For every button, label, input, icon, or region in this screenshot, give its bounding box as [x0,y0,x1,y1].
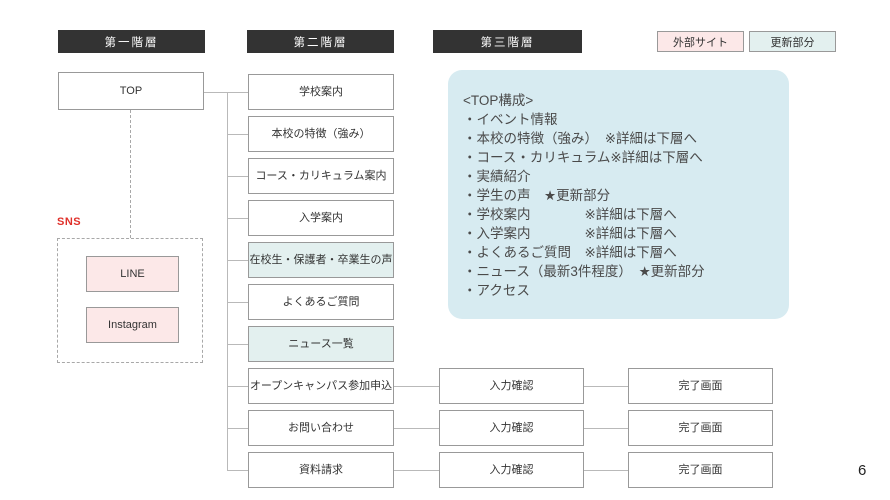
page-number: 6 [858,462,867,479]
top-structure-line: ・学生の声 ★更新部分 [463,188,611,203]
connector-branch [227,344,248,345]
node-complete-screen: 完了画面 [628,410,773,446]
node-voices: 在校生・保護者・卒業生の声 [248,242,394,278]
top-structure-line: ・アクセス [463,283,530,298]
connector-branch [227,176,248,177]
node-input-confirm: 入力確認 [439,410,584,446]
node-school-features: 本校の特徴（強み） [248,116,394,152]
node-news-list: ニュース一覧 [248,326,394,362]
node-input-confirm: 入力確認 [439,452,584,488]
connector-l2-l3 [394,386,439,387]
connector-trunk [227,92,228,471]
node-instagram: Instagram [86,307,179,343]
connector-branch [227,470,248,471]
node-complete-screen: 完了画面 [628,368,773,404]
node-school-guide: 学校案内 [248,74,394,110]
connector-branch [227,260,248,261]
top-structure-info-box: <TOP構成> ・イベント情報 ・本校の特徴（強み） ※詳細は下層へ ・コース・… [448,70,789,319]
connector-l2-l3 [394,428,439,429]
legend-updated-section: 更新部分 [749,31,836,52]
node-course-curriculum: コース・カリキュラム案内 [248,158,394,194]
node-input-confirm: 入力確認 [439,368,584,404]
sns-group-label: SNS [57,216,82,228]
node-line: LINE [86,256,179,292]
node-top: TOP [58,72,204,110]
connector-branch [227,134,248,135]
connector-l3-l4 [584,428,628,429]
connector-top-to-sns-dashed [130,110,131,238]
connector-l3-l4 [584,386,628,387]
header-level3: 第三階層 [433,30,582,53]
node-complete-screen: 完了画面 [628,452,773,488]
sns-group-frame [57,238,203,363]
top-structure-line: ・よくあるご質問 ※詳細は下層へ [463,245,677,260]
top-structure-line: ・コース・カリキュラム※詳細は下層へ [463,150,703,165]
connector-branch [227,386,248,387]
node-admissions: 入学案内 [248,200,394,236]
connector-branch [227,218,248,219]
connector-branch [227,302,248,303]
node-document-request: 資料請求 [248,452,394,488]
legend-external-site: 外部サイト [657,31,744,52]
top-structure-line: ・入学案内 ※詳細は下層へ [463,226,677,241]
header-level2: 第二階層 [247,30,394,53]
top-structure-title: <TOP構成> [463,93,534,108]
connector-l2-l3 [394,470,439,471]
top-structure-line: ・本校の特徴（強み） ※詳細は下層へ [463,131,698,146]
connector-branch [227,428,248,429]
connector-branch [227,92,248,93]
header-level1: 第一階層 [58,30,205,53]
connector-l3-l4 [584,470,628,471]
top-structure-line: ・学校案内 ※詳細は下層へ [463,207,677,222]
top-structure-line: ・実績紹介 [463,169,531,184]
node-open-campus-apply: オープンキャンパス参加申込 [248,368,394,404]
top-structure-line: ・イベント情報 [463,112,558,127]
top-structure-line: ・ニュース（最新3件程度） ★更新部分 [463,264,705,279]
node-faq: よくあるご質問 [248,284,394,320]
connector-top-to-trunk [204,92,227,93]
node-contact: お問い合わせ [248,410,394,446]
